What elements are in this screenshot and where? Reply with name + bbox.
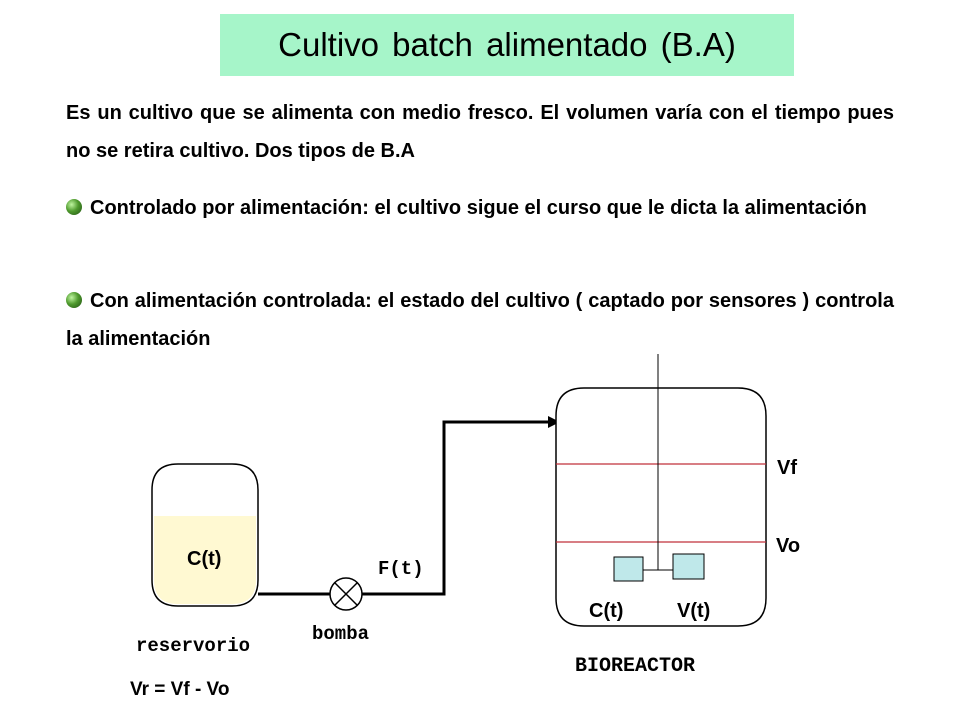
bioreactor-vessel [555, 387, 767, 627]
bullet-text-1: Controlado por alimentación: el cultivo … [90, 197, 867, 219]
level-final-label: Vf [777, 457, 797, 479]
page-title: Cultivo batch alimentado (B.A) [278, 26, 736, 63]
volume-sensor-icon [672, 553, 705, 580]
sensor-concentration-label: C(t) [589, 600, 623, 622]
title-banner: Cultivo batch alimentado (B.A) [220, 14, 794, 76]
bullet-text-2: Con alimentación controlada: el estado d… [66, 290, 894, 350]
reservoir-liquid [154, 516, 256, 604]
reservoir-content-label: C(t) [187, 548, 221, 570]
bullet-item-1: Controlado por alimentación: el cultivo … [66, 189, 894, 227]
reservoir-label: reservorio [136, 635, 250, 657]
reservoir-equation: Vr = Vf - Vo [130, 679, 229, 700]
feed-arrow-icon [548, 416, 560, 428]
pump-label: bomba [312, 623, 369, 645]
green-sphere-bullet-icon [66, 199, 82, 215]
green-sphere-bullet-icon [66, 292, 82, 308]
reservoir: C(t) [151, 463, 259, 607]
intro-paragraph: Es un cultivo que se alimenta con medio … [66, 102, 894, 162]
bioreactor-label: BIOREACTOR [575, 655, 695, 678]
sensor-volume-label: V(t) [677, 600, 710, 622]
concentration-sensor-icon [613, 556, 644, 582]
pump-icon [329, 577, 363, 611]
bullet-item-2: Con alimentación controlada: el estado d… [66, 282, 894, 358]
bioreactor: C(t) V(t) [555, 354, 767, 627]
feed-pipe [362, 420, 548, 596]
level-initial-label: Vo [776, 535, 800, 557]
flow-label: F(t) [378, 558, 424, 580]
